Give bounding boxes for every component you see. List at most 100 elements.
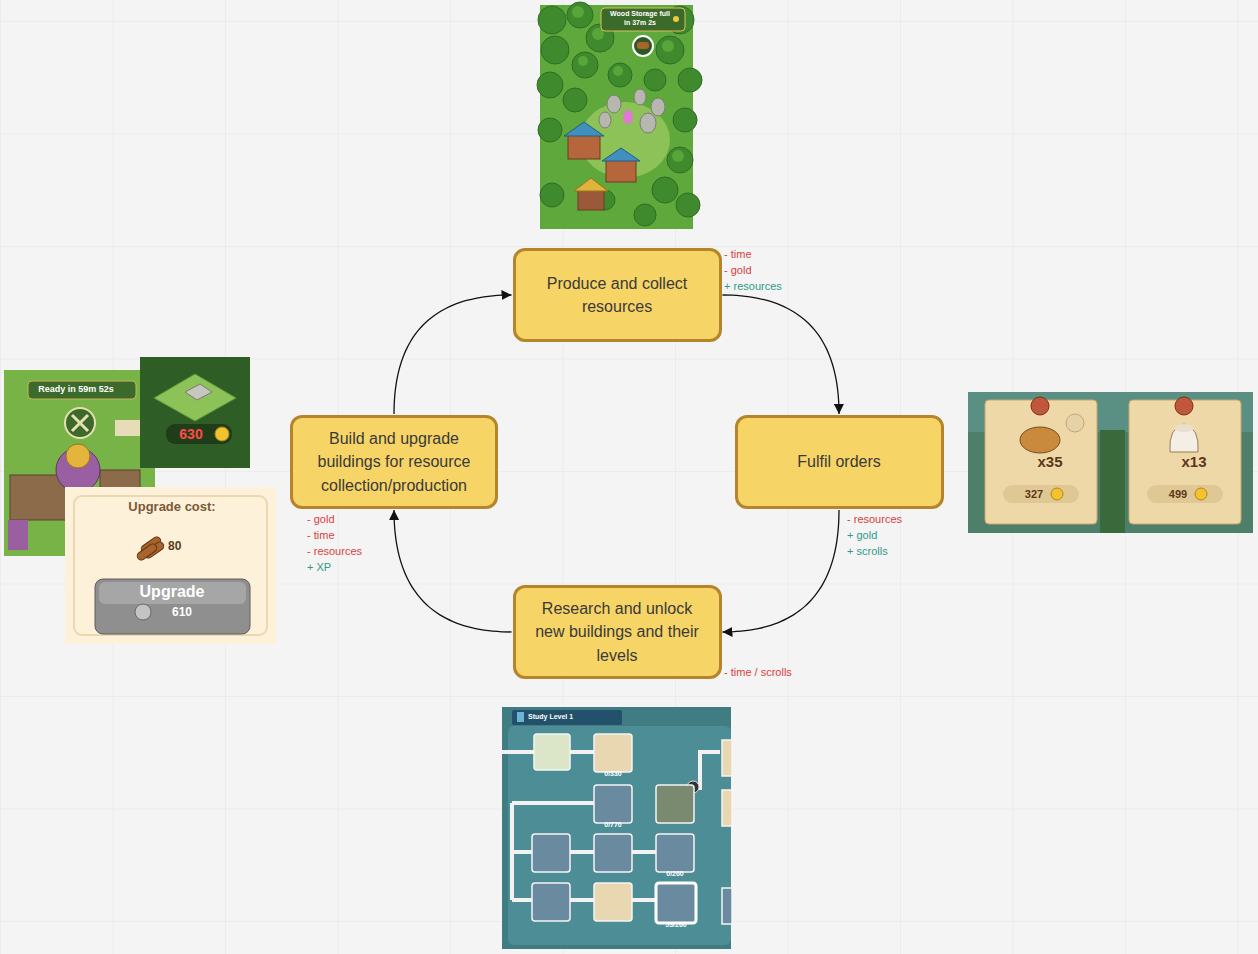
order-reward: 327 [1025,488,1043,501]
research-screenshot-part [512,710,622,725]
flow-arrow [394,510,512,632]
research-card-part [532,834,570,872]
order-card-part [1031,397,1049,415]
stone-circle-part [607,95,621,113]
tree-canopy-part [656,36,684,64]
stone-circle-part [599,112,611,128]
orders-screenshot [968,392,1253,533]
castle-screenshot-part [8,520,28,550]
tree-canopy [537,2,702,226]
cost-annotation: - resources [847,513,902,526]
gain-annotation: + scrolls [847,545,888,558]
order-card-part [1175,397,1193,415]
buildings-part [578,190,604,210]
screenshot-text: Ready in 59m 52s [38,384,114,395]
research-screenshot-part [502,707,731,949]
stone-circle [599,89,665,133]
gain-annotation: + resources [724,280,782,293]
tree-highlight-part [613,66,623,76]
progress-count: 0/260 [666,870,684,878]
order-card-part [1066,414,1084,432]
cost-annotation: - time / scrolls [724,666,792,679]
gain-annotation: + gold [847,529,877,542]
research-card-part [722,888,732,924]
tree-canopy-part [537,72,563,98]
forest-screenshot-part [540,5,693,229]
box-text: Fulfil orders [797,450,881,473]
buildings-part [574,178,608,191]
stone-circle-part [640,113,656,133]
research-card-part [722,740,732,776]
cost-annotation: - time [724,248,752,261]
box-text: Build and upgrade buildings for resource… [303,427,485,497]
order-quantity: x13 [1181,453,1206,471]
research-card-part [656,834,694,872]
buildings-part [606,160,636,182]
tree-highlight-part [672,150,684,162]
cost-annotation: - time [307,529,335,542]
castle-screenshot-part [66,444,90,468]
coin-icon [135,604,151,620]
research-card-part [532,883,570,921]
research-screenshot-part [502,752,720,900]
upgrade-panel-part [65,487,276,644]
screenshot-text: in 37m 2s [624,19,656,27]
order-card-part [1174,424,1194,432]
progress-count: 53/260 [665,921,686,929]
build-icon [65,408,95,438]
tree-canopy-part [572,52,598,78]
research-card-part [594,785,632,823]
crystal [623,110,633,124]
price-tile-part [215,427,229,441]
flow-arrow [723,510,840,632]
order-card [1129,397,1241,524]
cost-annotation: - gold [724,264,752,277]
notice-banner [601,8,685,31]
research-card-part [656,883,696,923]
upgrade-panel-part [74,496,267,635]
buildings-part [602,148,640,161]
tree-canopy-part [644,69,666,91]
box-text: Produce and collect resources [526,272,709,318]
tree-highlight-part [572,6,584,18]
log-icon-part [136,542,159,561]
buildings-part [564,122,604,136]
price-tile-part [154,374,236,421]
tree-canopy-part [538,6,566,34]
tree-canopy-part [676,193,700,217]
order-quantity: x35 [1037,453,1062,471]
upgrade-panel [65,487,276,644]
process-box: Produce and collect resources [513,248,722,342]
log-icon [136,535,166,561]
upgrade-button [95,579,250,634]
order-card-part [985,400,1097,524]
tree-canopy-part [563,88,587,112]
forest-screenshot [537,2,702,229]
cost-annotation: - resources [307,545,362,558]
flow-arrow [394,295,512,414]
bell-icon [673,16,679,22]
screenshot-text: Wood Storage full [610,10,670,18]
cost-text: 80 [168,539,181,553]
research-card [532,734,732,924]
build-icon [72,415,88,431]
tree-canopy-part [652,177,678,203]
process-box: Research and unlock new buildings and th… [513,585,722,679]
tree-canopy-part [540,183,564,207]
gain-annotation: + XP [307,561,331,574]
process-box: Build and upgrade buildings for resource… [290,415,498,509]
tree-canopy-part [608,63,632,87]
tree-canopy-part [634,204,656,226]
process-box: Fulfil orders [735,415,944,509]
research-card-part [594,734,632,772]
tree-canopy-part [678,68,702,92]
order-reward: 499 [1169,488,1187,501]
research-card-part [722,790,732,826]
price-tile-part [140,357,250,468]
price-tile [140,357,250,468]
upgrade-button [99,582,246,604]
